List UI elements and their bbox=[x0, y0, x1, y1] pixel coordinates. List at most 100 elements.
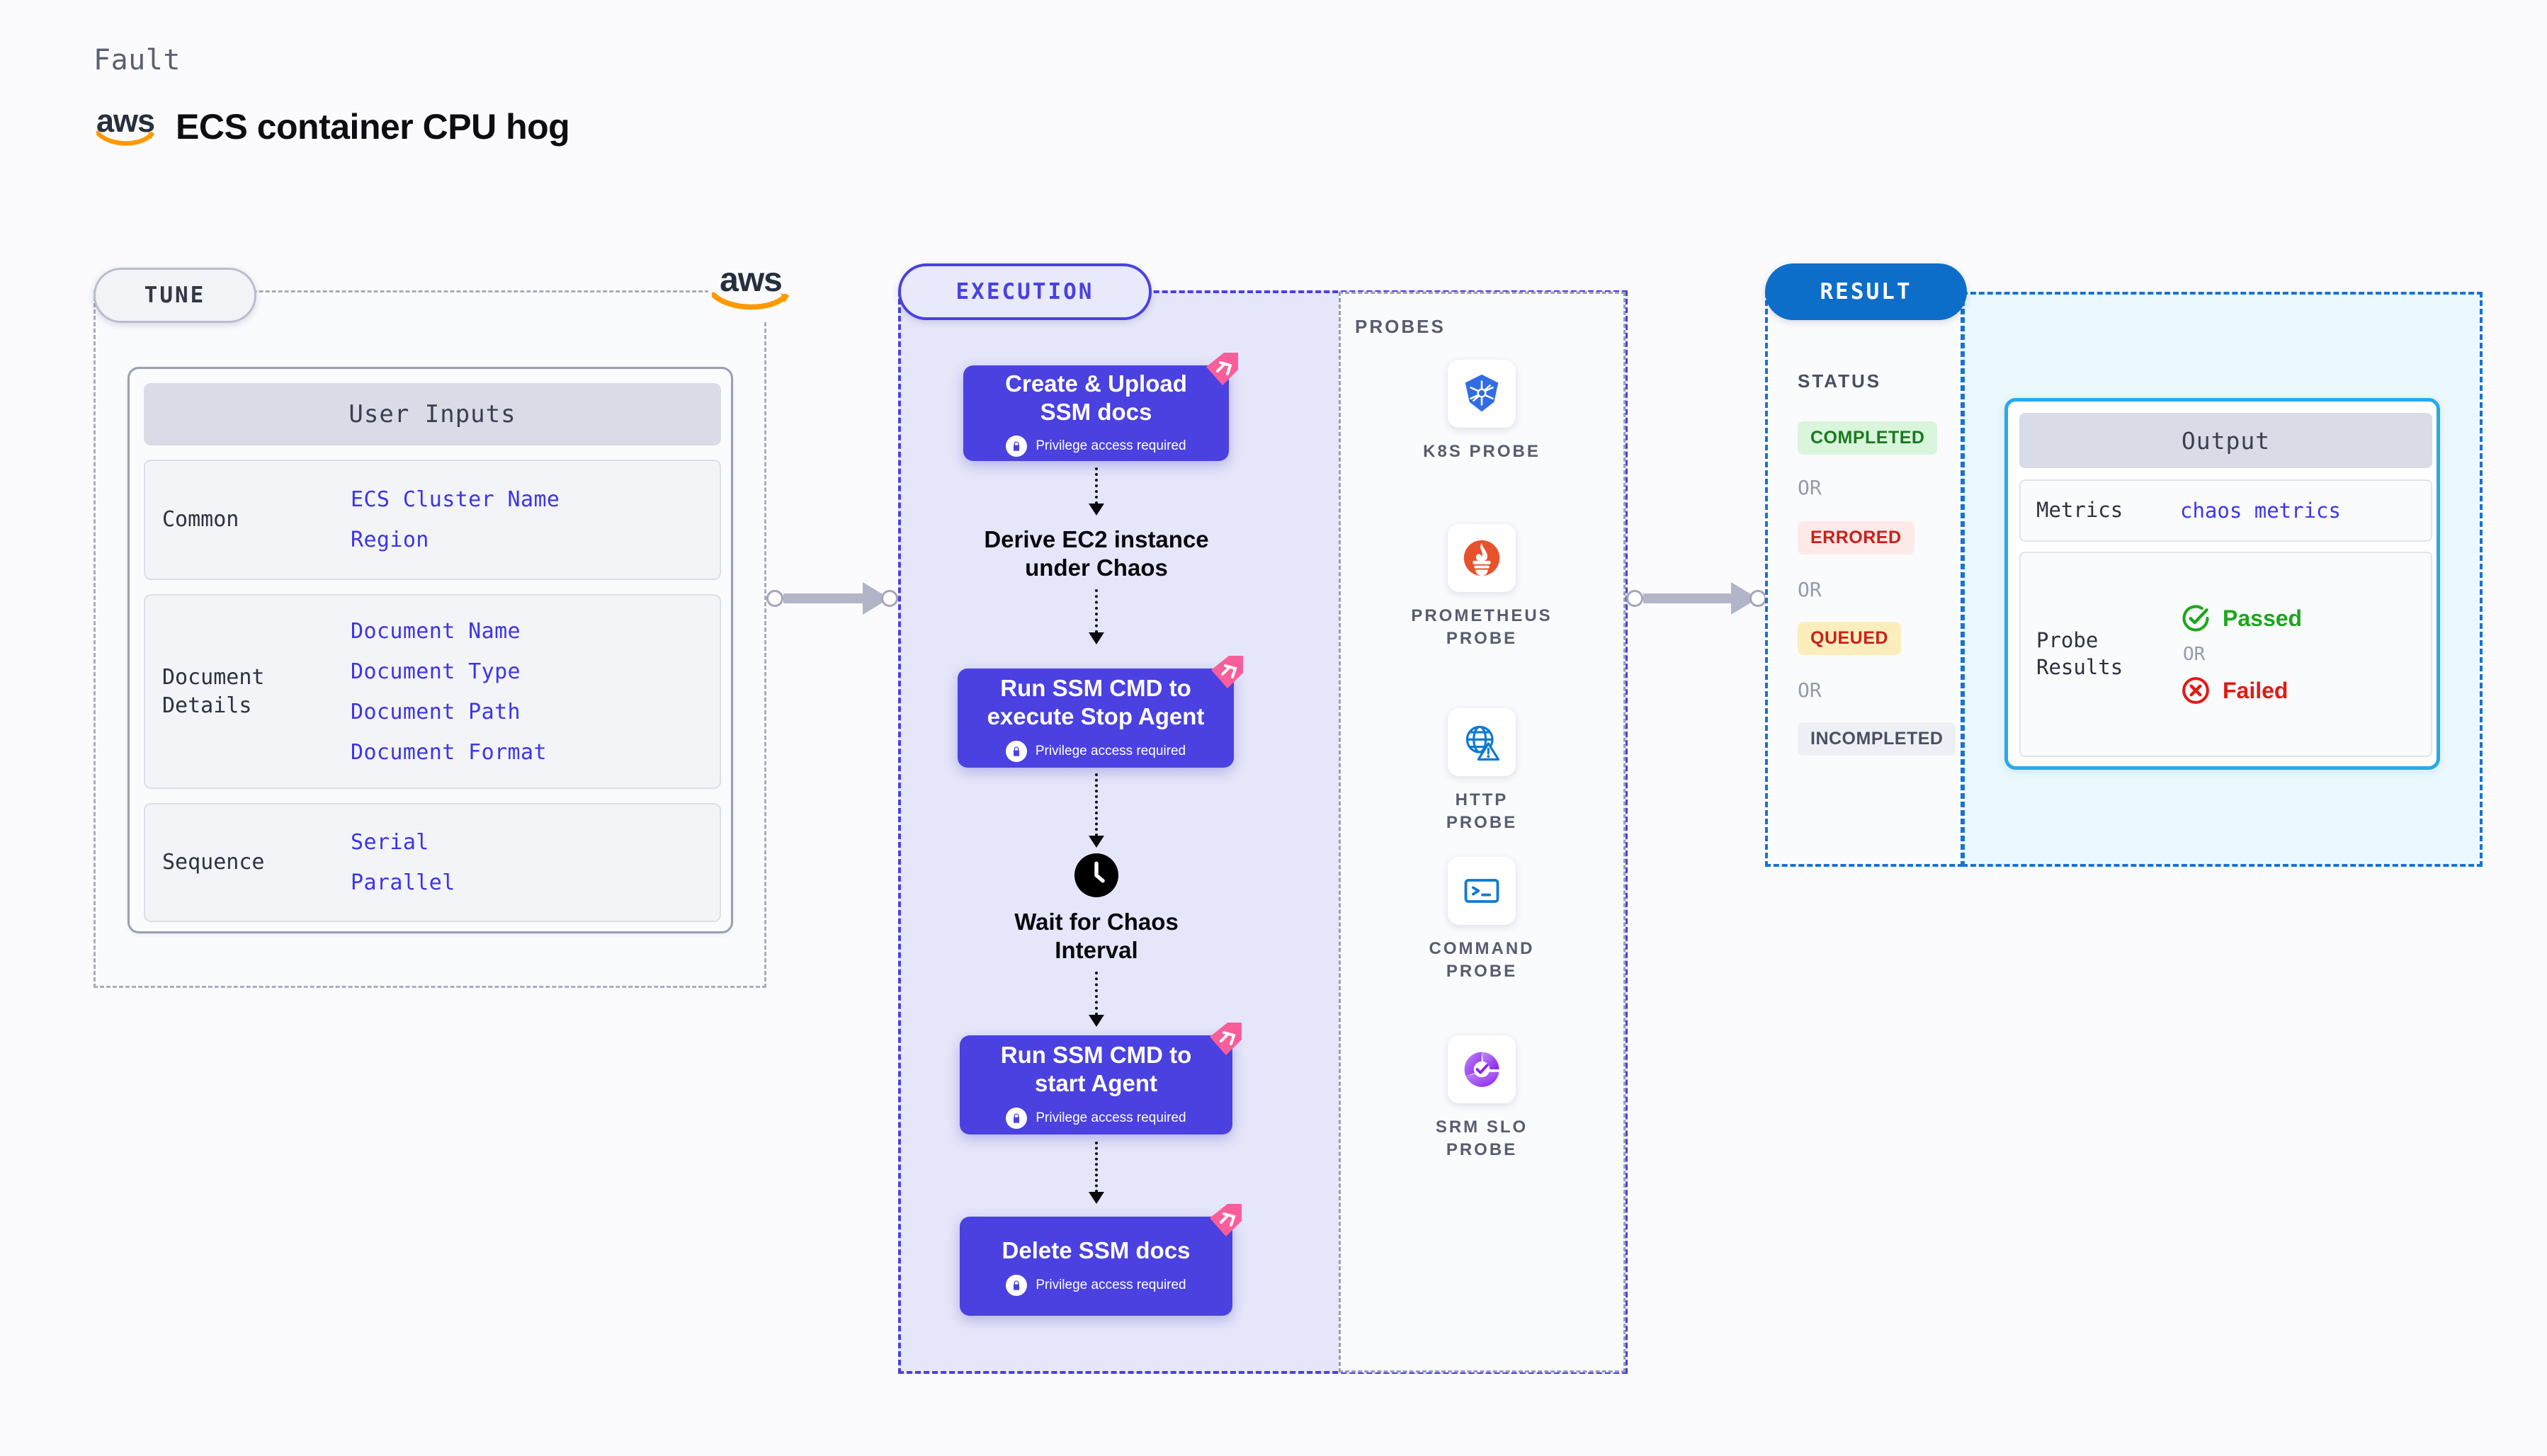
input-value[interactable]: Region bbox=[351, 528, 429, 552]
aws-wordmark: aws bbox=[96, 103, 155, 139]
output-header: Output bbox=[2019, 413, 2432, 468]
step-text-derive-ec2-instance: Derive EC2 instance under Chaos bbox=[984, 526, 1209, 581]
connector-bar bbox=[1643, 593, 1731, 603]
flow-arrow bbox=[1089, 589, 1104, 644]
passed-label: Passed bbox=[2223, 605, 2303, 631]
execution-pill-label: EXECUTION bbox=[955, 279, 1094, 305]
probe-item-k8s[interactable]: K8S PROBE bbox=[1418, 360, 1545, 463]
metrics-label: Metrics bbox=[2036, 498, 2123, 523]
terminal-icon bbox=[1448, 857, 1516, 925]
input-value[interactable]: Document Type bbox=[351, 659, 521, 684]
privilege-label: Privilege access required bbox=[1036, 1110, 1186, 1125]
clock-icon bbox=[1074, 853, 1118, 897]
step-card-create-upload-ssm-docs[interactable]: Create & Upload SSM docs Privilege acces… bbox=[963, 353, 1238, 461]
input-group-document-details[interactable]: Document Details Document Name Document … bbox=[144, 594, 721, 789]
connector-dot bbox=[1626, 590, 1643, 607]
probes-panel bbox=[1339, 292, 1626, 1372]
aws-wordmark-tune: aws bbox=[720, 261, 783, 299]
status-label: QUEUED bbox=[1810, 628, 1888, 648]
probe-result-failed: Failed bbox=[2180, 675, 2302, 706]
status-badge-queued: QUEUED bbox=[1798, 622, 1901, 655]
chaos-badge-icon bbox=[1206, 353, 1238, 385]
lock-icon bbox=[1006, 1107, 1028, 1129]
probe-label: SRM SLO PROBE bbox=[1435, 1117, 1528, 1160]
or-separator: OR bbox=[1798, 578, 1822, 601]
privilege-label: Privilege access required bbox=[1036, 438, 1186, 454]
lock-icon bbox=[1005, 740, 1027, 762]
connector-bar bbox=[783, 593, 863, 603]
probe-label: K8S PROBE bbox=[1423, 442, 1541, 461]
result-pill-label: RESULT bbox=[1820, 279, 1912, 305]
step-card-run-ssm-cmd-start-agent[interactable]: Run SSM CMD to start Agent Privilege acc… bbox=[960, 1023, 1242, 1134]
fault-kicker: Fault bbox=[93, 44, 181, 76]
or-separator: OR bbox=[1798, 678, 1822, 702]
step-title: Run SSM CMD to start Agent bbox=[1000, 1042, 1192, 1096]
execution-pill: EXECUTION bbox=[898, 263, 1152, 320]
step-card-run-ssm-cmd-stop-agent[interactable]: Run SSM CMD to execute Stop Agent Privil… bbox=[958, 656, 1243, 768]
chaos-badge-icon bbox=[1210, 1204, 1242, 1236]
check-circle-icon bbox=[2182, 605, 2209, 632]
status-label: INCOMPLETED bbox=[1810, 729, 1944, 749]
title-row: aws ECS container CPU hog bbox=[93, 103, 570, 147]
status-badge-completed: COMPLETED bbox=[1798, 421, 1938, 455]
status-title: STATUS bbox=[1798, 370, 1882, 392]
aws-smile-icon bbox=[96, 130, 154, 146]
input-value[interactable]: Serial bbox=[351, 830, 429, 855]
privilege-note: Privilege access required bbox=[1005, 740, 1186, 762]
step-text-wait-for-chaos-interval: Wait for Chaos Interval bbox=[1014, 909, 1179, 964]
input-group-label: Common bbox=[162, 507, 239, 533]
privilege-note: Privilege access required bbox=[1006, 1107, 1186, 1129]
page-title: ECS container CPU hog bbox=[176, 107, 570, 147]
probe-results-label: Probe Results bbox=[2036, 628, 2123, 679]
aws-logo-icon: aws bbox=[93, 103, 157, 147]
probe-item-http[interactable]: HTTP PROBE bbox=[1418, 708, 1545, 835]
or-separator: OR bbox=[1798, 476, 1822, 499]
result-panel bbox=[1765, 292, 1963, 867]
input-value[interactable]: ECS Cluster Name bbox=[351, 487, 560, 512]
input-value[interactable]: Document Name bbox=[351, 618, 521, 644]
lock-icon bbox=[1006, 1274, 1028, 1296]
probe-result-passed: Passed bbox=[2180, 603, 2302, 634]
flow-arrow bbox=[1089, 972, 1104, 1027]
privilege-note: Privilege access required bbox=[1006, 1274, 1186, 1296]
tune-pill: TUNE bbox=[93, 268, 256, 323]
flow-arrow bbox=[1089, 1142, 1104, 1204]
prometheus-icon bbox=[1448, 524, 1516, 592]
tune-pill-label: TUNE bbox=[144, 283, 206, 308]
srm-slo-icon bbox=[1448, 1035, 1516, 1103]
input-value[interactable]: Parallel bbox=[351, 870, 455, 895]
probe-item-command[interactable]: COMMAND PROBE bbox=[1418, 857, 1545, 984]
user-inputs-title: User Inputs bbox=[348, 400, 516, 428]
flow-arrow bbox=[1089, 773, 1104, 848]
privilege-label: Privilege access required bbox=[1036, 1277, 1186, 1292]
step-title: Create & Upload SSM docs bbox=[1005, 370, 1187, 425]
input-value[interactable]: Document Format bbox=[351, 739, 547, 765]
input-group-label: Sequence bbox=[162, 850, 265, 875]
kubernetes-icon bbox=[1448, 360, 1516, 428]
input-group-common[interactable]: Common ECS Cluster Name Region bbox=[144, 460, 721, 580]
step-title: Run SSM CMD to execute Stop Agent bbox=[987, 675, 1205, 729]
status-label: COMPLETED bbox=[1810, 428, 1925, 448]
input-group-label: Document Details bbox=[162, 664, 265, 718]
chaos-badge-icon bbox=[1210, 1023, 1242, 1055]
output-row-metrics[interactable]: Metrics chaos metrics bbox=[2019, 479, 2432, 542]
x-circle-icon bbox=[2182, 677, 2209, 704]
chaos-badge-icon bbox=[1211, 656, 1243, 688]
probes-title: PROBES bbox=[1355, 316, 1446, 337]
input-group-sequence[interactable]: Sequence Serial Parallel bbox=[144, 803, 721, 922]
probe-label: HTTP PROBE bbox=[1446, 790, 1518, 833]
output-card: Output Metrics chaos metrics Probe Resul… bbox=[2004, 398, 2440, 770]
step-card-delete-ssm-docs[interactable]: Delete SSM docs Privilege access require… bbox=[960, 1204, 1242, 1316]
page-header: Fault aws ECS container CPU hog bbox=[93, 44, 570, 147]
or-separator: OR bbox=[2183, 644, 2206, 665]
input-value[interactable]: Document Path bbox=[351, 699, 521, 724]
aws-smile-tune-icon bbox=[711, 292, 790, 310]
probe-item-srm-slo[interactable]: SRM SLO PROBE bbox=[1418, 1035, 1545, 1162]
metrics-value[interactable]: chaos metrics bbox=[2180, 499, 2341, 523]
status-label: ERRORED bbox=[1810, 528, 1902, 547]
http-globe-icon bbox=[1448, 708, 1516, 776]
connector-execution-result bbox=[1626, 582, 1766, 615]
probe-label: COMMAND PROBE bbox=[1429, 939, 1535, 982]
probe-item-prometheus[interactable]: PROMETHEUS PROBE bbox=[1411, 524, 1550, 651]
status-badge-incompleted: INCOMPLETED bbox=[1798, 722, 1956, 756]
